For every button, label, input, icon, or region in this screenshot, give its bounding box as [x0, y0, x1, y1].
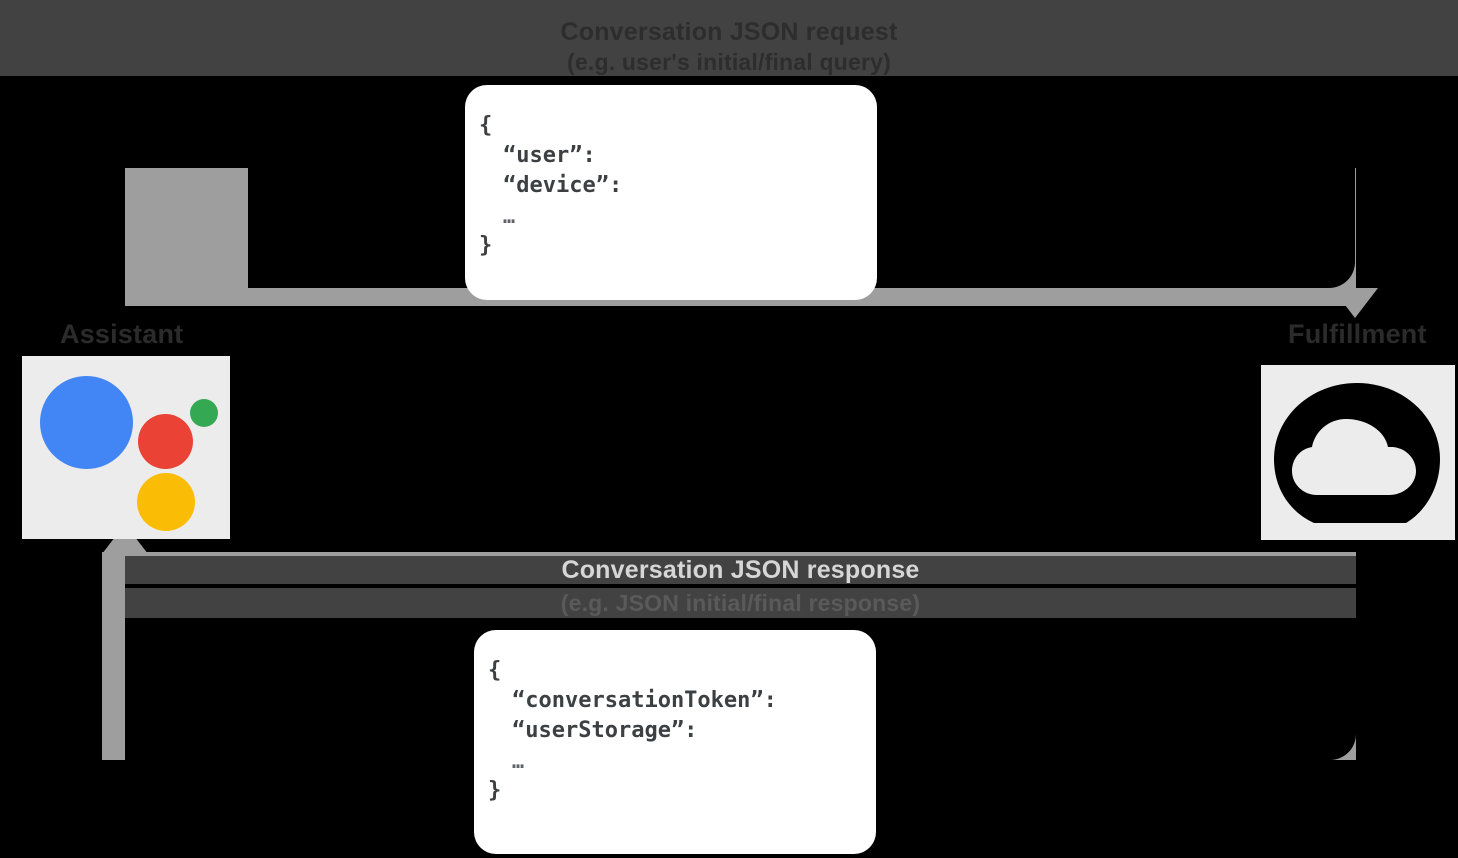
request-subtitle: (e.g. user's initial/final query) — [567, 49, 891, 75]
request-title-band — [0, 18, 1458, 46]
response-subtitle: (e.g. JSON initial/final response) — [560, 590, 921, 616]
cloud-icon — [1274, 383, 1440, 523]
json-line: “userStorage”: — [512, 718, 698, 743]
conversation-json-request-card: { “user”: “device”: …} — [465, 85, 877, 300]
json-line: “conversationToken”: — [512, 688, 777, 713]
json-line: } — [479, 233, 493, 258]
json-line: { — [479, 113, 493, 138]
response-title-band — [125, 556, 1356, 584]
fulfillment-node-label: Fulfillment — [1288, 319, 1427, 349]
google-assistant-icon-dot-red — [138, 414, 193, 469]
google-assistant-icon-dot-green — [190, 399, 218, 427]
json-line: “device”: — [503, 173, 623, 198]
json-line: } — [488, 778, 502, 803]
google-assistant-icon-dot-yellow — [137, 473, 195, 531]
json-line: “user”: — [503, 143, 596, 168]
conversation-json-response-card: { “conversationToken”: “userStorage”: …} — [474, 630, 876, 854]
request-subtitle-band — [0, 46, 1458, 76]
json-line: … — [512, 749, 527, 773]
google-assistant-icon-dot-blue — [40, 376, 133, 469]
request-arrow-head-icon — [1332, 288, 1378, 318]
response-title: Conversation JSON response — [561, 556, 920, 584]
json-line: … — [503, 204, 518, 228]
request-title: Conversation JSON request — [560, 18, 898, 46]
json-line: { — [488, 658, 502, 683]
assistant-node-label: Assistant — [60, 319, 184, 349]
response-subtitle-band — [125, 588, 1356, 618]
